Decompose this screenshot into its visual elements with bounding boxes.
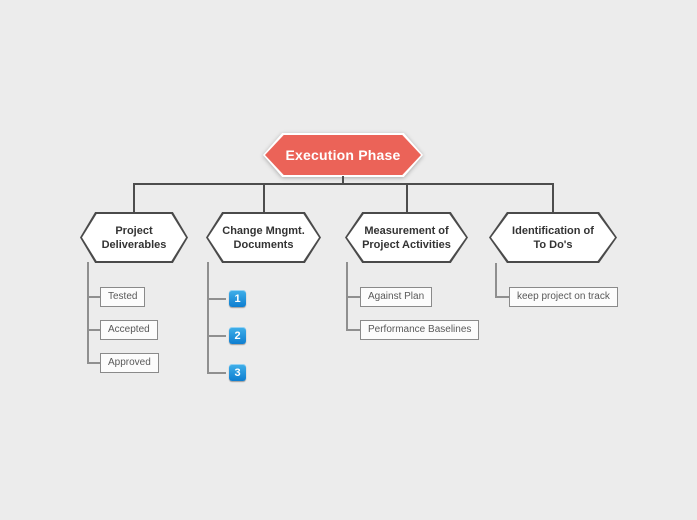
leaf-approved[interactable]: Approved [100,353,159,373]
leaf-keep-project-on-track[interactable]: keep project on track [509,287,618,307]
label-line-2: Deliverables [101,238,167,251]
node-label: Execution Phase [285,147,401,163]
label-line-2: Project Activities [362,238,451,251]
hexagon-fill [347,214,466,261]
branch-4-vertical [495,263,497,297]
node-label: Identification of To Do's [489,212,617,263]
node-label: Project Deliverables [80,212,188,263]
node-label: Measurement of Project Activities [345,212,468,263]
branch-2-stub-1 [207,298,226,300]
connector-drop-4 [552,183,554,212]
branch-3-stub-2 [346,329,360,331]
label-line-1: Project [115,224,153,237]
branch-1-stub-1 [87,296,100,298]
branch-1-vertical [87,262,89,363]
label-line-2: To Do's [533,238,573,251]
connector-drop-3 [406,183,408,212]
node-change-mngmt-documents[interactable]: Change Mngmt. Documents [206,212,321,263]
branch-1-stub-2 [87,329,100,331]
node-identification-of-todos[interactable]: Identification of To Do's [489,212,617,263]
label-line-1: Identification of [512,224,594,237]
badge-3-icon[interactable]: 3 [229,364,246,381]
branch-2-stub-2 [207,335,226,337]
hexagon-fill [82,214,186,261]
badge-2-icon[interactable]: 2 [229,327,246,344]
label-line-1: Measurement of [364,224,449,237]
connector-drop-2 [263,183,265,212]
connector-drop-1 [133,183,135,212]
connector-horizontal [133,183,554,185]
connector-root-stub [342,176,344,184]
hexagon-fill [265,135,421,175]
node-measurement-project-activities[interactable]: Measurement of Project Activities [345,212,468,263]
label-line-1: Change Mngmt. [222,224,305,237]
hexagon-fill [491,214,615,261]
branch-2-stub-3 [207,372,226,374]
leaf-against-plan[interactable]: Against Plan [360,287,433,307]
badge-1-icon[interactable]: 1 [229,290,246,307]
leaf-accepted[interactable]: Accepted [100,320,158,340]
node-label: Change Mngmt. Documents [206,212,321,263]
branch-1-stub-3 [87,362,100,364]
branch-3-stub-1 [346,296,360,298]
node-project-deliverables[interactable]: Project Deliverables [80,212,188,263]
label-line-2: Documents [233,238,294,251]
leaf-tested[interactable]: Tested [100,287,146,307]
hexagon-fill [208,214,319,261]
leaf-performance-baselines[interactable]: Performance Baselines [360,320,480,340]
node-execution-phase[interactable]: Execution Phase [263,133,423,177]
branch-4-stub-1 [495,296,509,298]
branch-2-vertical [207,262,209,374]
